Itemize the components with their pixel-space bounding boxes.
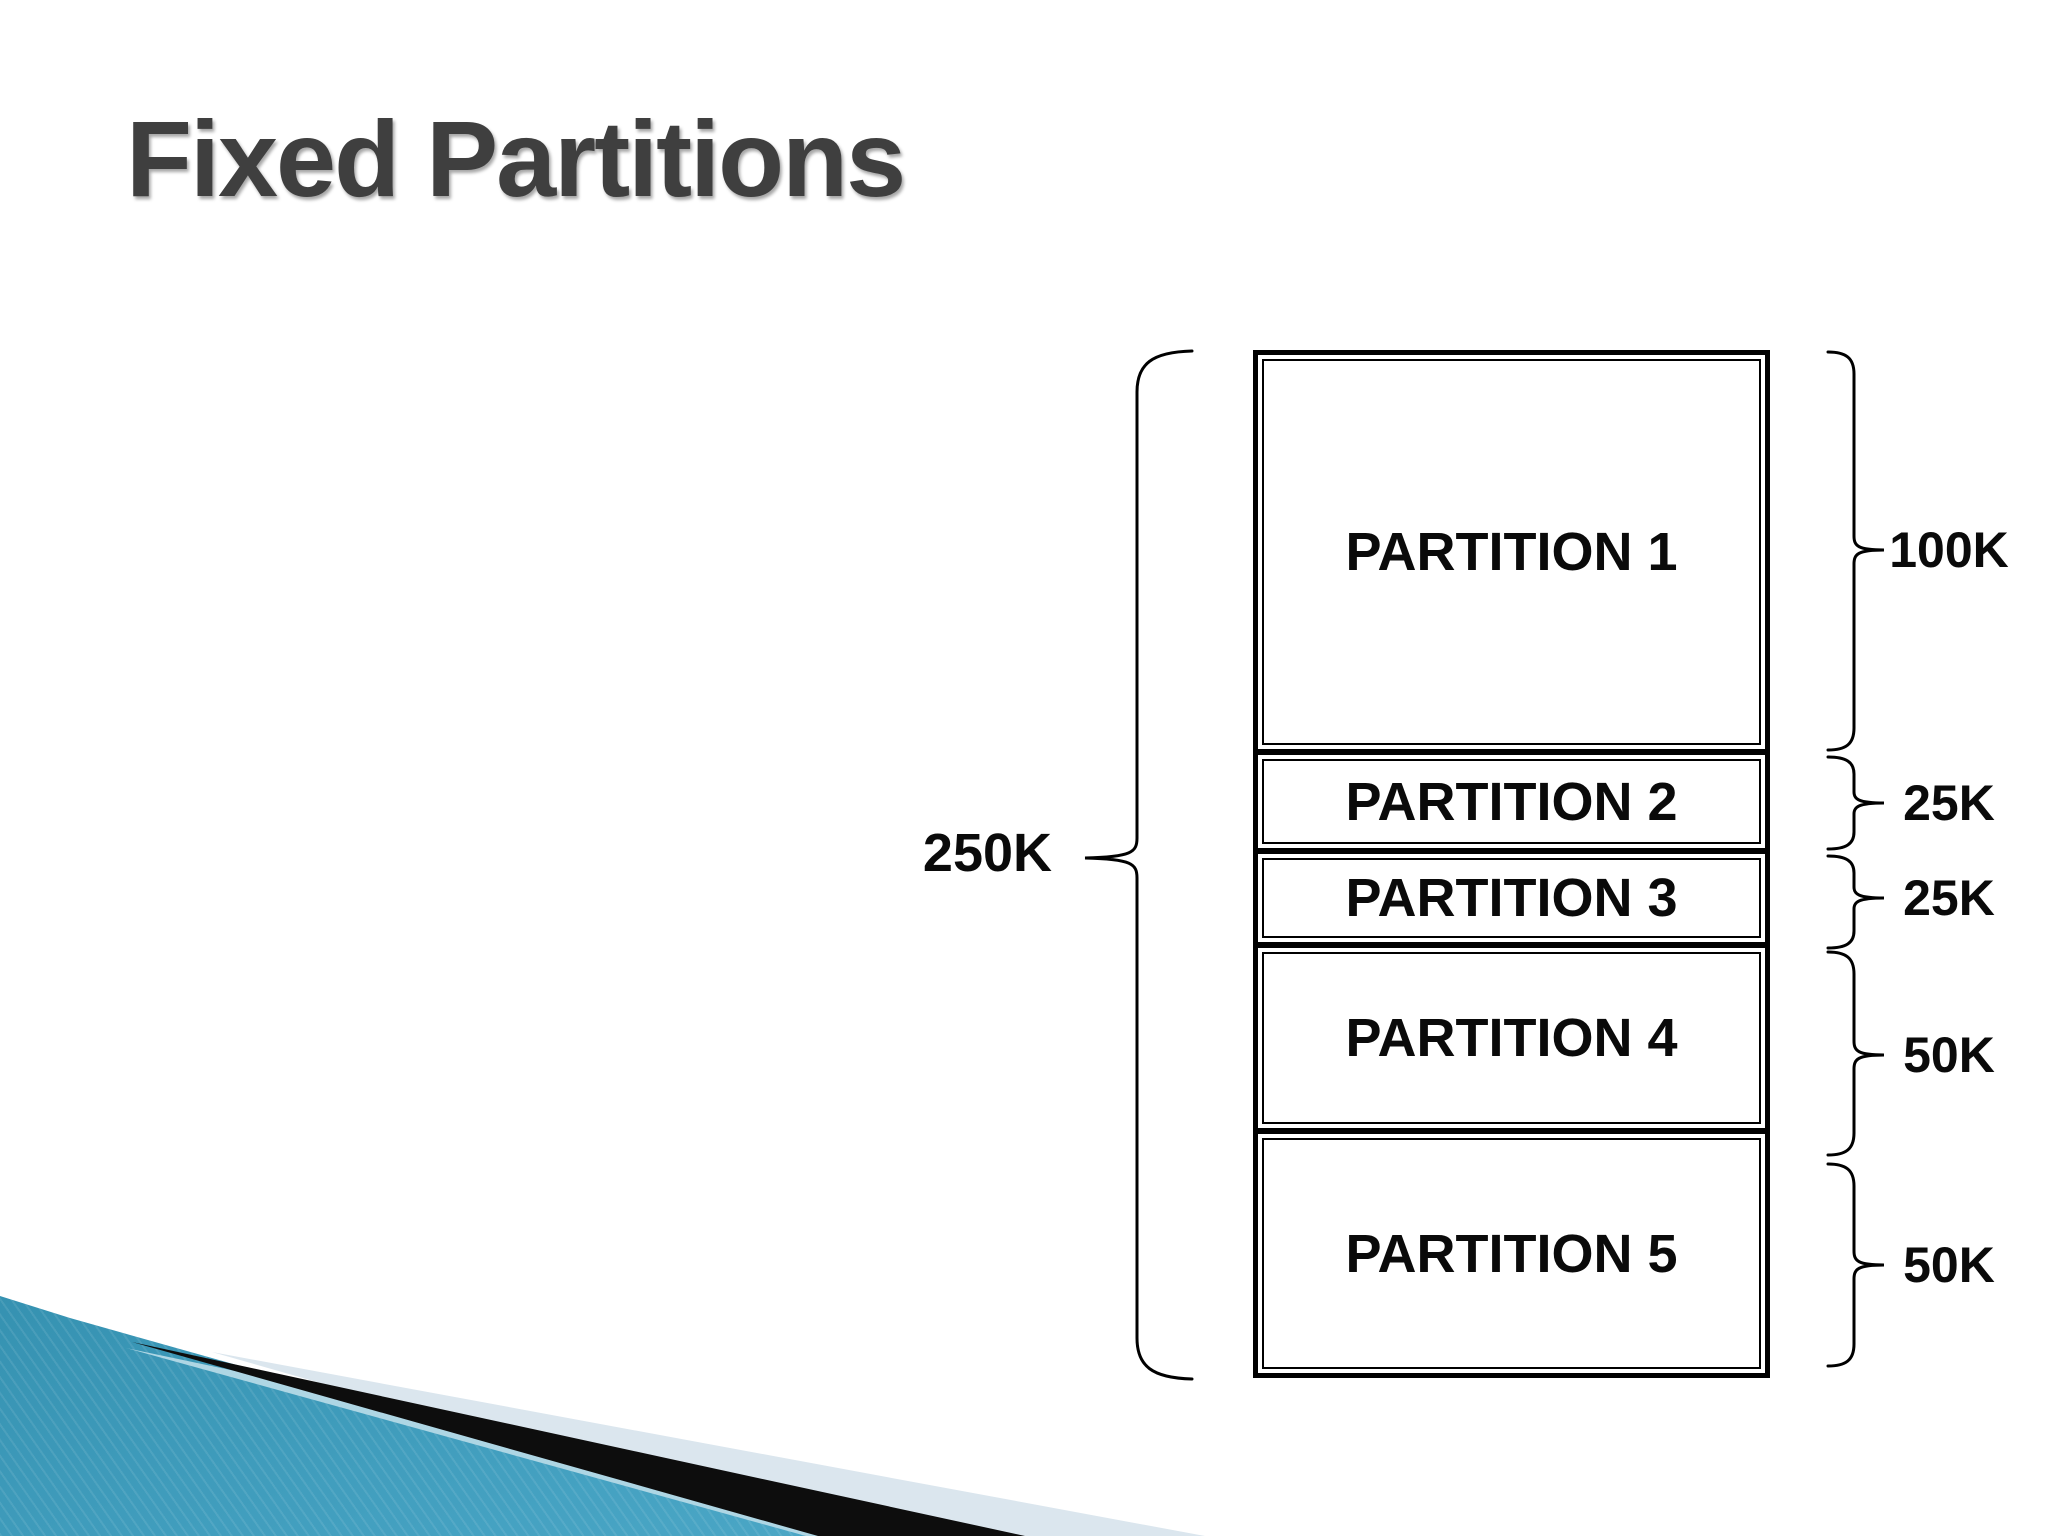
partition-cell-5: PARTITION 5 [1258, 1134, 1765, 1373]
size-label-partition-2: 25K [1903, 775, 1995, 831]
partition-cell-border: PARTITION 2 [1262, 759, 1761, 844]
partition-divider [1258, 942, 1765, 948]
size-label-partition-4: 50K [1903, 1027, 1995, 1083]
size-label-partition-1: 100K [1889, 522, 2009, 578]
partition-cell-3: PARTITION 3 [1258, 854, 1765, 942]
memory-box: PARTITION 1 PARTITION 2 PARTITION 3 PART… [1253, 350, 1770, 1378]
partition-divider [1258, 1128, 1765, 1134]
partition-cell-4: PARTITION 4 [1258, 948, 1765, 1128]
size-label-partition-5: 50K [1903, 1237, 1995, 1293]
partition-cell-border: PARTITION 4 [1262, 952, 1761, 1124]
partition-label: PARTITION 1 [1345, 522, 1678, 582]
partition-cell-2: PARTITION 2 [1258, 755, 1765, 848]
partition-label: PARTITION 3 [1345, 868, 1678, 928]
partition-label: PARTITION 2 [1345, 771, 1678, 832]
partition-cell-1: PARTITION 1 [1258, 355, 1765, 749]
total-size-label: 250K [922, 823, 1052, 883]
partition-cell-border: PARTITION 5 [1262, 1138, 1761, 1369]
page-title: Fixed Partitions [126, 98, 906, 219]
partition-label: PARTITION 5 [1345, 1223, 1678, 1284]
partition-divider [1258, 848, 1765, 854]
total-brace [1084, 349, 1194, 1381]
partition-cell-border: PARTITION 1 [1262, 359, 1761, 745]
size-label-partition-3: 25K [1903, 870, 1995, 926]
partition-divider [1258, 749, 1765, 755]
partition-label: PARTITION 4 [1345, 1008, 1678, 1068]
partition-cell-border: PARTITION 3 [1262, 858, 1761, 938]
